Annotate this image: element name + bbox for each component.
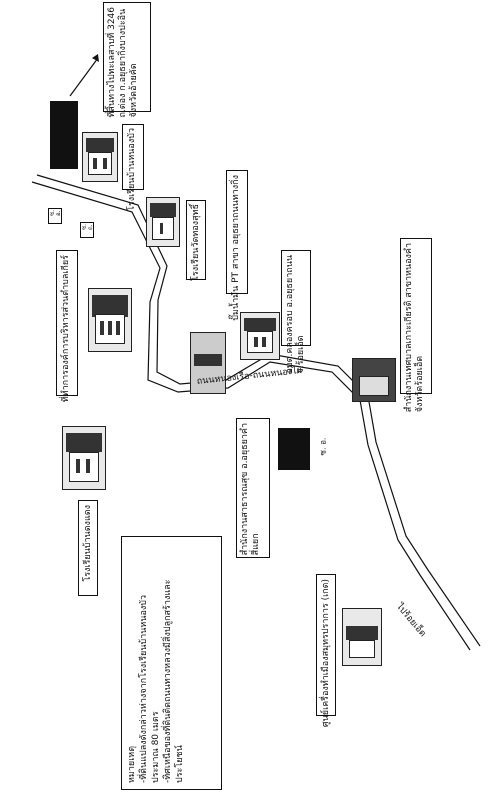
note-line: ประมาณ 80 เมตร [151, 711, 161, 783]
label-school: โรงเรียนบ้านหนองบัว [127, 128, 137, 211]
photo-subdistrict [240, 312, 280, 360]
photo-boat [190, 332, 226, 394]
marker-b-text: ซ. ถ. [81, 224, 94, 230]
marker-b: ซ. ถ. [80, 222, 94, 238]
note-box: หมายเหตุ -ที่ดินแปลงดังกล่าวห่างจากโรงเร… [121, 536, 222, 790]
pointer-arrow [69, 57, 99, 97]
label-center: ศูนย์เครื่องทำเมืองสมุทรปราการ (เกต) [321, 579, 331, 728]
note-heading: หมายเหตุ [127, 745, 137, 783]
label-district-office-box: สำนักงานเทศบาลเกาะเกียรติ สาขาหนองคำ จัง… [400, 238, 432, 412]
label-highway: ที่สิ้นทางไปทะเลสาบที่ 3246 ถ.ต่อง ก.อยุ… [107, 7, 139, 118]
marker-a: ซ. อ. [48, 208, 62, 224]
label-subdistrict-box: อบต.คลองครอบ อ.อยุธยาถนน จ.ร้อยเอ็ด [281, 250, 311, 374]
main-road-edge [36, 174, 481, 647]
arrow-head [92, 54, 99, 62]
photo-tambon-office [88, 288, 132, 352]
label-school2-box: โรงเรียนบ้านดงแดง [78, 500, 98, 596]
label-school2: โรงเรียนบ้านดงแดง [83, 505, 93, 582]
label-temple-school-box: โรงเรียนวัดทองสุทธิ์ [186, 200, 206, 281]
label-health: สำนักงานสาธารณสุข อ.อยุธยาคำ สี่แยก [240, 423, 261, 556]
label-tambon-office: ที่ทำการองค์การบริหารส่วนตำบลเกียร์ [61, 255, 71, 403]
photo-pt-station [146, 197, 180, 247]
photo-district-office [352, 358, 396, 402]
building-block [50, 101, 78, 169]
photo-school [82, 132, 118, 182]
label-district-office: สำนักงานเทศบาลเกาะเกียรติ สาขาหนองคำ จัง… [404, 243, 425, 413]
label-temple-school: โรงเรียนวัดทองสุทธิ์ [191, 204, 201, 281]
photo-center [342, 608, 382, 666]
main-road-edge [31, 181, 471, 651]
label-health-box: สำนักงานสาธารณสุข อ.อยุธยาคำ สี่แยก [236, 418, 270, 558]
note-line: -ทิศเหนือของที่ดินติดถนนทางหลวงมีสิ่งปลู… [163, 579, 173, 783]
label-subdistrict: อบต.คลองครอบ อ.อยุธยาถนน จ.ร้อยเอ็ด [285, 255, 306, 374]
label-school-box: โรงเรียนบ้านหนองบัว [122, 124, 144, 211]
label-tambon-office-box: ที่ทำการองค์การบริหารส่วนตำบลเกียร์ [56, 250, 78, 402]
photo-school2 [62, 426, 106, 490]
marker-a-text: ซ. อ. [49, 210, 62, 216]
building-health [278, 428, 310, 470]
label-center-box: ศูนย์เครื่องทำเมืองสมุทรปราการ (เกต) [316, 574, 336, 727]
label-pt-box: ปั๊มน้ำมัน PT สาขา อยุธยาถนนทางกิ่ง [226, 170, 248, 321]
note-line: -ที่ดินแปลงดังกล่าวห่างจากโรงเรียนบ้านหน… [139, 594, 149, 783]
label-highway-box: ที่สิ้นทางไปทะเลสาบที่ 3246 ถ.ต่อง ก.อยุ… [103, 2, 151, 118]
note-line: ประโยชน์ [175, 745, 185, 783]
compass-mark: ซ. อ. [318, 437, 328, 456]
label-pt: ปั๊มน้ำมัน PT สาขา อยุธยาถนนทางกิ่ง [231, 175, 241, 321]
